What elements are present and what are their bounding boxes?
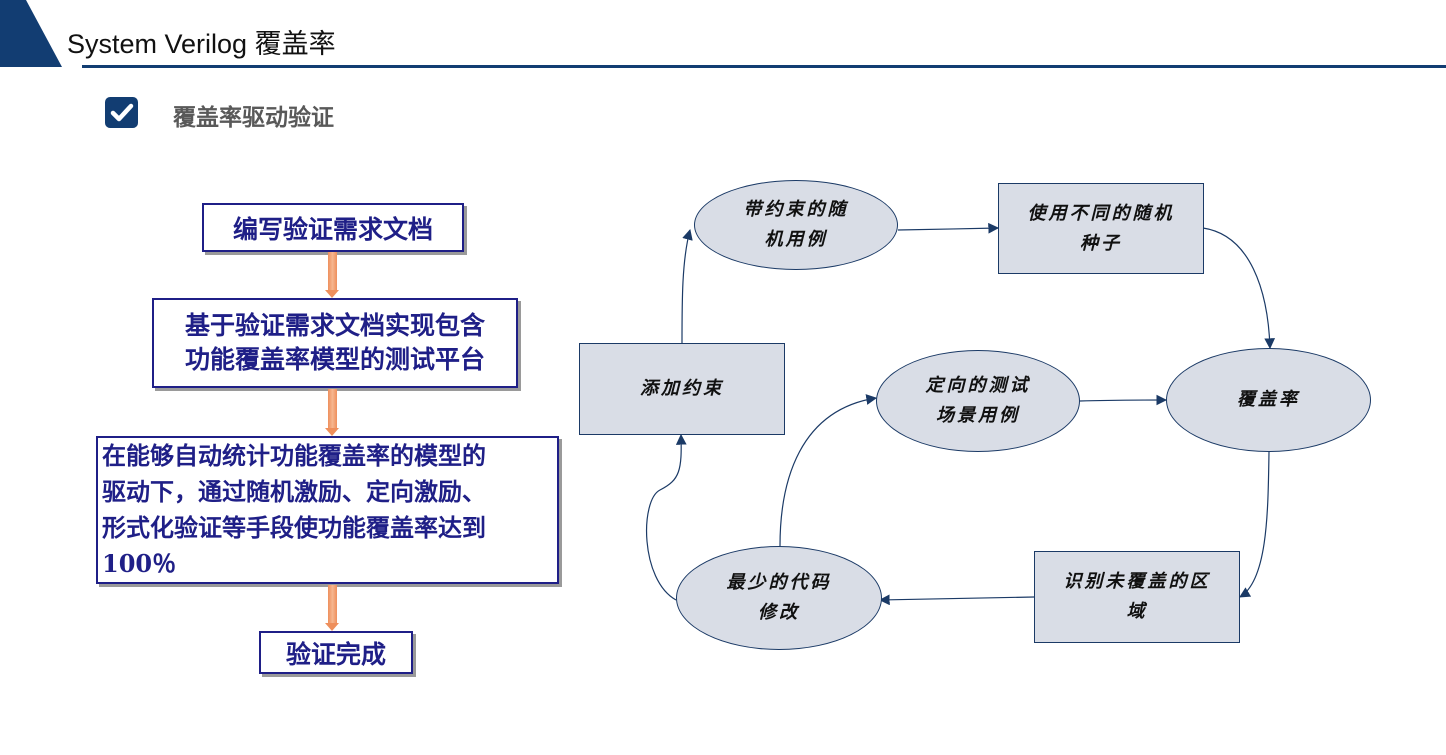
flow-arrow-1 (325, 252, 339, 298)
connector-minimal-to-directed (779, 394, 878, 547)
checkbox-checked-icon (105, 97, 138, 128)
cycle-node-label: 覆盖率 (1237, 389, 1300, 410)
header-divider (82, 65, 1446, 68)
cycle-node-coverage: 覆盖率 (1166, 348, 1371, 452)
cycle-node-add-constraints: 添加约束 (579, 343, 785, 435)
connector-minimal-to-constraints (645, 433, 687, 601)
page-title: System Verilog 覆盖率 (67, 29, 336, 59)
flow-step-requirements-doc: 编写验证需求文档 (202, 203, 464, 252)
connector-seeds-to-coverage (1202, 227, 1276, 350)
cycle-node-label: 定向的测试 场景用例 (925, 375, 1031, 426)
cycle-node-constrained-random: 带约束的随 机用例 (694, 180, 898, 270)
cycle-node-label: 最少的代码 修改 (726, 572, 832, 623)
connector-constraints-to-random (681, 228, 693, 344)
flow-step-label: 编写验证需求文档 (232, 214, 433, 244)
cycle-node-minimal-code-changes: 最少的代码 修改 (676, 546, 882, 650)
flow-step-label: 基于验证需求文档实现包含 功能覆盖率模型的测试平台 (184, 311, 485, 374)
cycle-node-label: 带约束的随 机用例 (743, 199, 849, 250)
cycle-node-label: 识别未覆盖的区 域 (1063, 571, 1211, 622)
connector-coverage-to-uncovered (1239, 451, 1270, 598)
connector-random-to-seeds (897, 222, 1000, 234)
section-subtitle: 覆盖率驱动验证 (173, 105, 334, 131)
flow-step-verification-done: 验证完成 (259, 631, 413, 674)
flow-arrow-3 (325, 585, 339, 631)
cycle-node-label: 添加约束 (640, 378, 724, 399)
cycle-node-directed-tests: 定向的测试 场景用例 (876, 350, 1080, 452)
flow-step-testbench: 基于验证需求文档实现包含 功能覆盖率模型的测试平台 (152, 298, 518, 388)
connector-directed-to-coverage (1079, 394, 1168, 406)
cycle-node-different-seeds: 使用不同的随机 种子 (998, 183, 1204, 274)
connector-uncovered-to-minimal (878, 594, 1035, 606)
cycle-node-uncovered-regions: 识别未覆盖的区 域 (1034, 551, 1240, 643)
flow-arrow-2 (325, 389, 339, 436)
flow-step-label: 在能够自动统计功能覆盖率的模型的 驱动下，通过随机激励、定向激励、 形式化验证等… (102, 441, 486, 578)
flow-step-coverage-closure: 在能够自动统计功能覆盖率的模型的 驱动下，通过随机激励、定向激励、 形式化验证等… (96, 436, 559, 584)
cycle-node-label: 使用不同的随机 种子 (1027, 202, 1175, 254)
flow-step-label: 验证完成 (285, 639, 386, 669)
